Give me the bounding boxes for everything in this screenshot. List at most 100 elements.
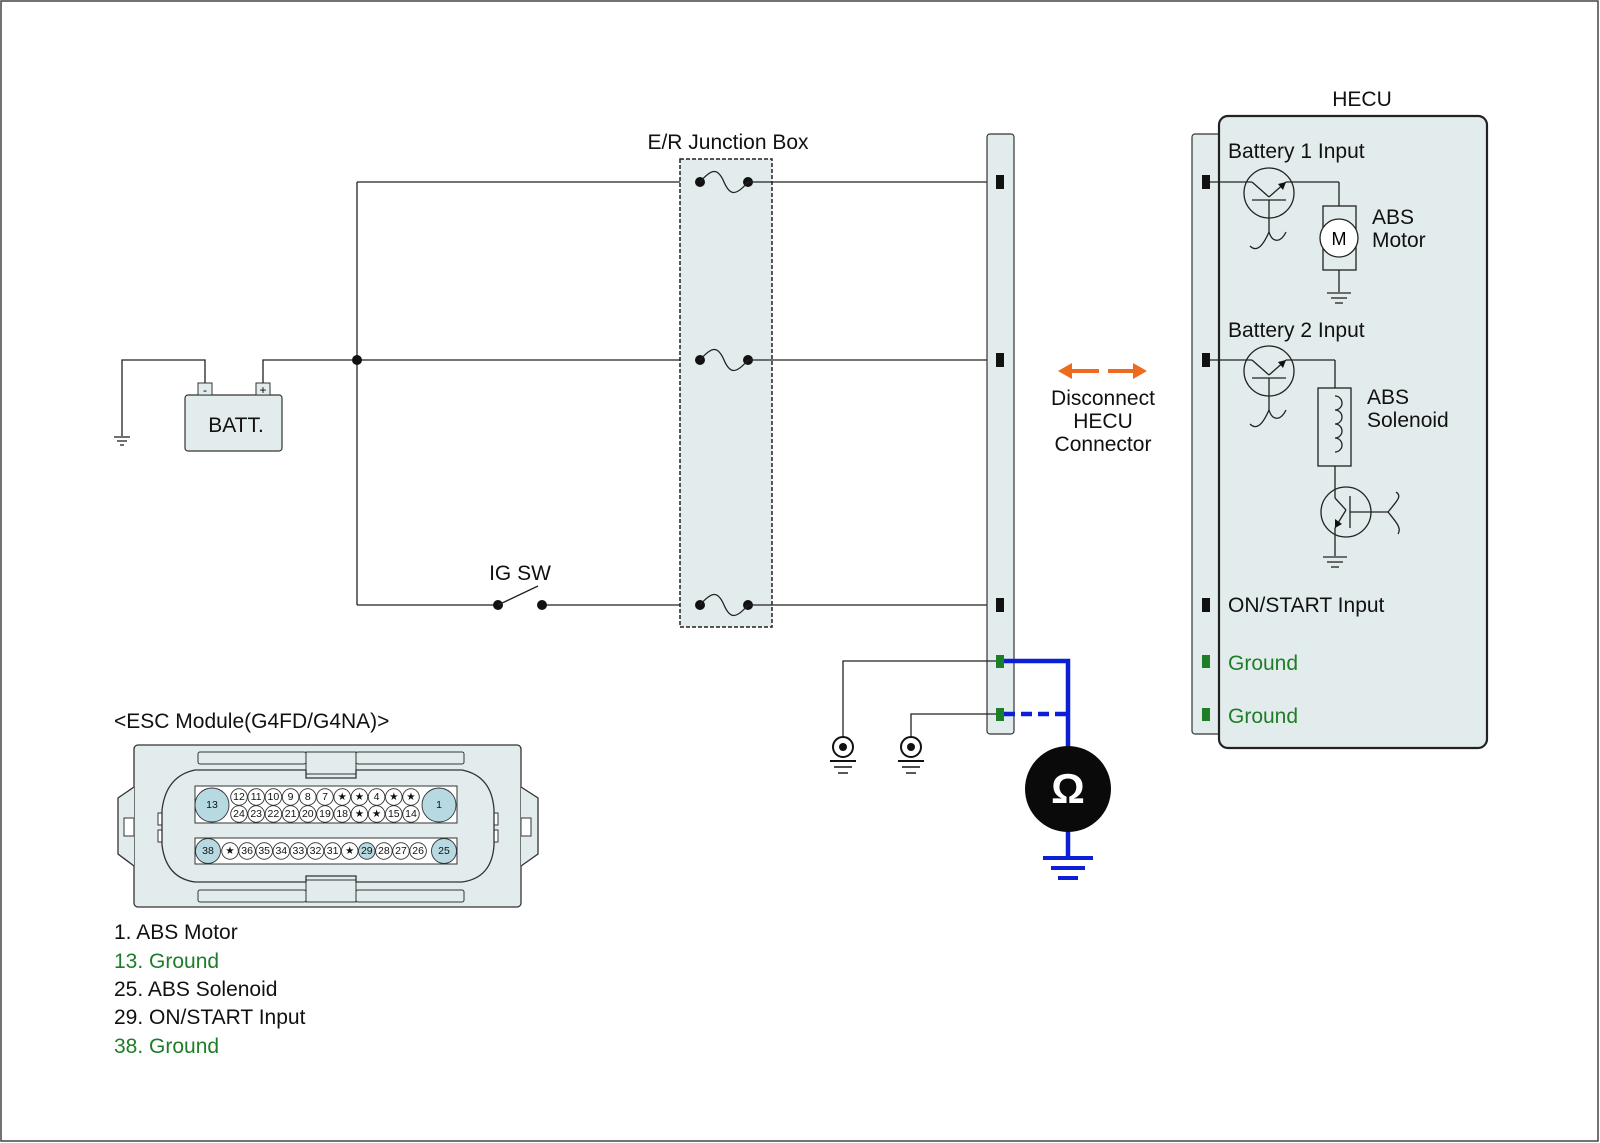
abs-solenoid-label-1: ABS (1367, 386, 1409, 409)
harness-pin-5 (996, 708, 1004, 721)
connector-pin: 20 (299, 805, 317, 823)
connector-title: <ESC Module(G4FD/G4NA)> (114, 710, 389, 733)
svg-text:★: ★ (355, 808, 364, 820)
svg-text:★: ★ (389, 791, 398, 803)
connector-pin: 27 (392, 842, 410, 860)
connector-pin: 34 (272, 842, 291, 860)
svg-text:23: 23 (250, 808, 262, 820)
svg-text:★: ★ (225, 845, 234, 857)
battery-ground-icon (114, 436, 130, 446)
svg-text:22: 22 (268, 808, 280, 820)
harness-pin-4 (996, 655, 1004, 668)
hecu-module (1217, 114, 1489, 750)
harness-connector-bar (986, 133, 1015, 735)
legend-item-abs-solenoid: 25. ABS Solenoid (114, 978, 277, 1001)
svg-text:33: 33 (293, 845, 305, 857)
ig-switch: IG SW (489, 562, 551, 610)
svg-text:15: 15 (388, 808, 400, 820)
connector-pin: 36 (238, 842, 256, 860)
chassis-ground-icon-1 (830, 736, 856, 774)
connector-pin: ★ (385, 788, 403, 806)
legend-item-ground-13: 13. Ground (114, 950, 219, 973)
connector-pin: 33 (289, 842, 308, 860)
transistor-1-icon (1210, 167, 1339, 250)
hecu-pin-5 (1202, 708, 1210, 721)
abs-motor-label-1: ABS (1372, 206, 1414, 229)
svg-text:11: 11 (251, 791, 262, 803)
hecu-pin-label-battery1: Battery 1 Input (1228, 140, 1365, 163)
svg-text:12: 12 (233, 791, 245, 803)
junction-box (679, 158, 773, 628)
hecu-pin-1 (1202, 175, 1210, 189)
connector-pin: 14 (402, 805, 420, 823)
connector-pin: 22 (264, 805, 283, 823)
battery-label: BATT. (208, 414, 264, 437)
connector-pin: 12 (230, 788, 248, 806)
hecu-title: HECU (1332, 88, 1392, 111)
connector-pin: 26 (409, 842, 427, 860)
svg-text:28: 28 (378, 845, 390, 857)
svg-text:19: 19 (319, 808, 331, 820)
svg-text:18: 18 (336, 808, 348, 820)
junction-box-title: E/R Junction Box (647, 131, 809, 154)
svg-text:26: 26 (412, 845, 424, 857)
connector-pin-1: 1 (421, 787, 457, 823)
disconnect-label-line3: Connector (1055, 433, 1152, 456)
transistor-3-icon (1320, 486, 1400, 568)
svg-text:25: 25 (438, 845, 450, 857)
connector-pin: 32 (306, 842, 325, 860)
svg-text:10: 10 (268, 791, 280, 803)
svg-text:14: 14 (405, 808, 417, 820)
ig-sw-label: IG SW (489, 562, 551, 585)
disconnect-label-line2: HECU (1073, 410, 1133, 433)
battery-neg-sign: - (203, 383, 207, 397)
svg-text:★: ★ (345, 845, 354, 857)
legend-item-on-start: 29. ON/START Input (114, 1006, 306, 1029)
abs-solenoid-icon (1317, 360, 1352, 498)
connector-pin: 31 (323, 842, 342, 860)
svg-text:32: 32 (310, 845, 322, 857)
connector-pin: ★ (350, 788, 369, 806)
svg-text:1: 1 (436, 799, 442, 811)
connector-pin: 19 (316, 805, 334, 823)
disconnect-label-line1: Disconnect (1051, 387, 1155, 410)
svg-text:★: ★ (406, 791, 415, 803)
connector-pin: ★ (367, 805, 386, 823)
disconnect-arrows-icon (1058, 363, 1147, 379)
connector-pin: ★ (221, 842, 239, 860)
connector-pin: 28 (375, 842, 393, 860)
svg-text:13: 13 (206, 799, 218, 811)
connector-pin: 23 (247, 805, 265, 823)
hecu-pin-2 (1202, 353, 1210, 367)
connector-pin: 11 (247, 788, 265, 806)
harness-pin-3 (996, 598, 1004, 612)
svg-text:★: ★ (355, 791, 364, 803)
svg-text:9: 9 (288, 791, 294, 803)
svg-text:29: 29 (361, 845, 373, 857)
connector-pin: ★ (402, 788, 420, 806)
svg-text:21: 21 (285, 808, 297, 820)
connector-pin: 9 (281, 788, 300, 806)
hecu-pin-label-battery2: Battery 2 Input (1228, 319, 1365, 342)
hecu-pin-label-ground-2: Ground (1228, 705, 1298, 728)
connector-pin: 15 (385, 805, 403, 823)
svg-text:24: 24 (233, 808, 245, 820)
connector-pin: 18 (333, 805, 351, 823)
hecu-pin-4 (1202, 655, 1210, 668)
esc-connector-face (117, 744, 539, 908)
harness-pin-2 (996, 353, 1004, 367)
connector-pin: 21 (281, 805, 300, 823)
svg-text:★: ★ (337, 791, 346, 803)
ohmmeter: Ω (1025, 746, 1111, 832)
motor-symbol: M (1332, 229, 1347, 249)
svg-text:★: ★ (372, 808, 381, 820)
connector-pin-13: 13 (194, 787, 230, 823)
svg-text:7: 7 (322, 791, 328, 803)
battery: - + BATT. (184, 382, 283, 452)
transistor-2-icon (1210, 345, 1335, 428)
svg-text:8: 8 (305, 791, 311, 803)
svg-text:36: 36 (241, 845, 253, 857)
harness-pin-1 (996, 175, 1004, 189)
svg-text:38: 38 (202, 845, 214, 857)
